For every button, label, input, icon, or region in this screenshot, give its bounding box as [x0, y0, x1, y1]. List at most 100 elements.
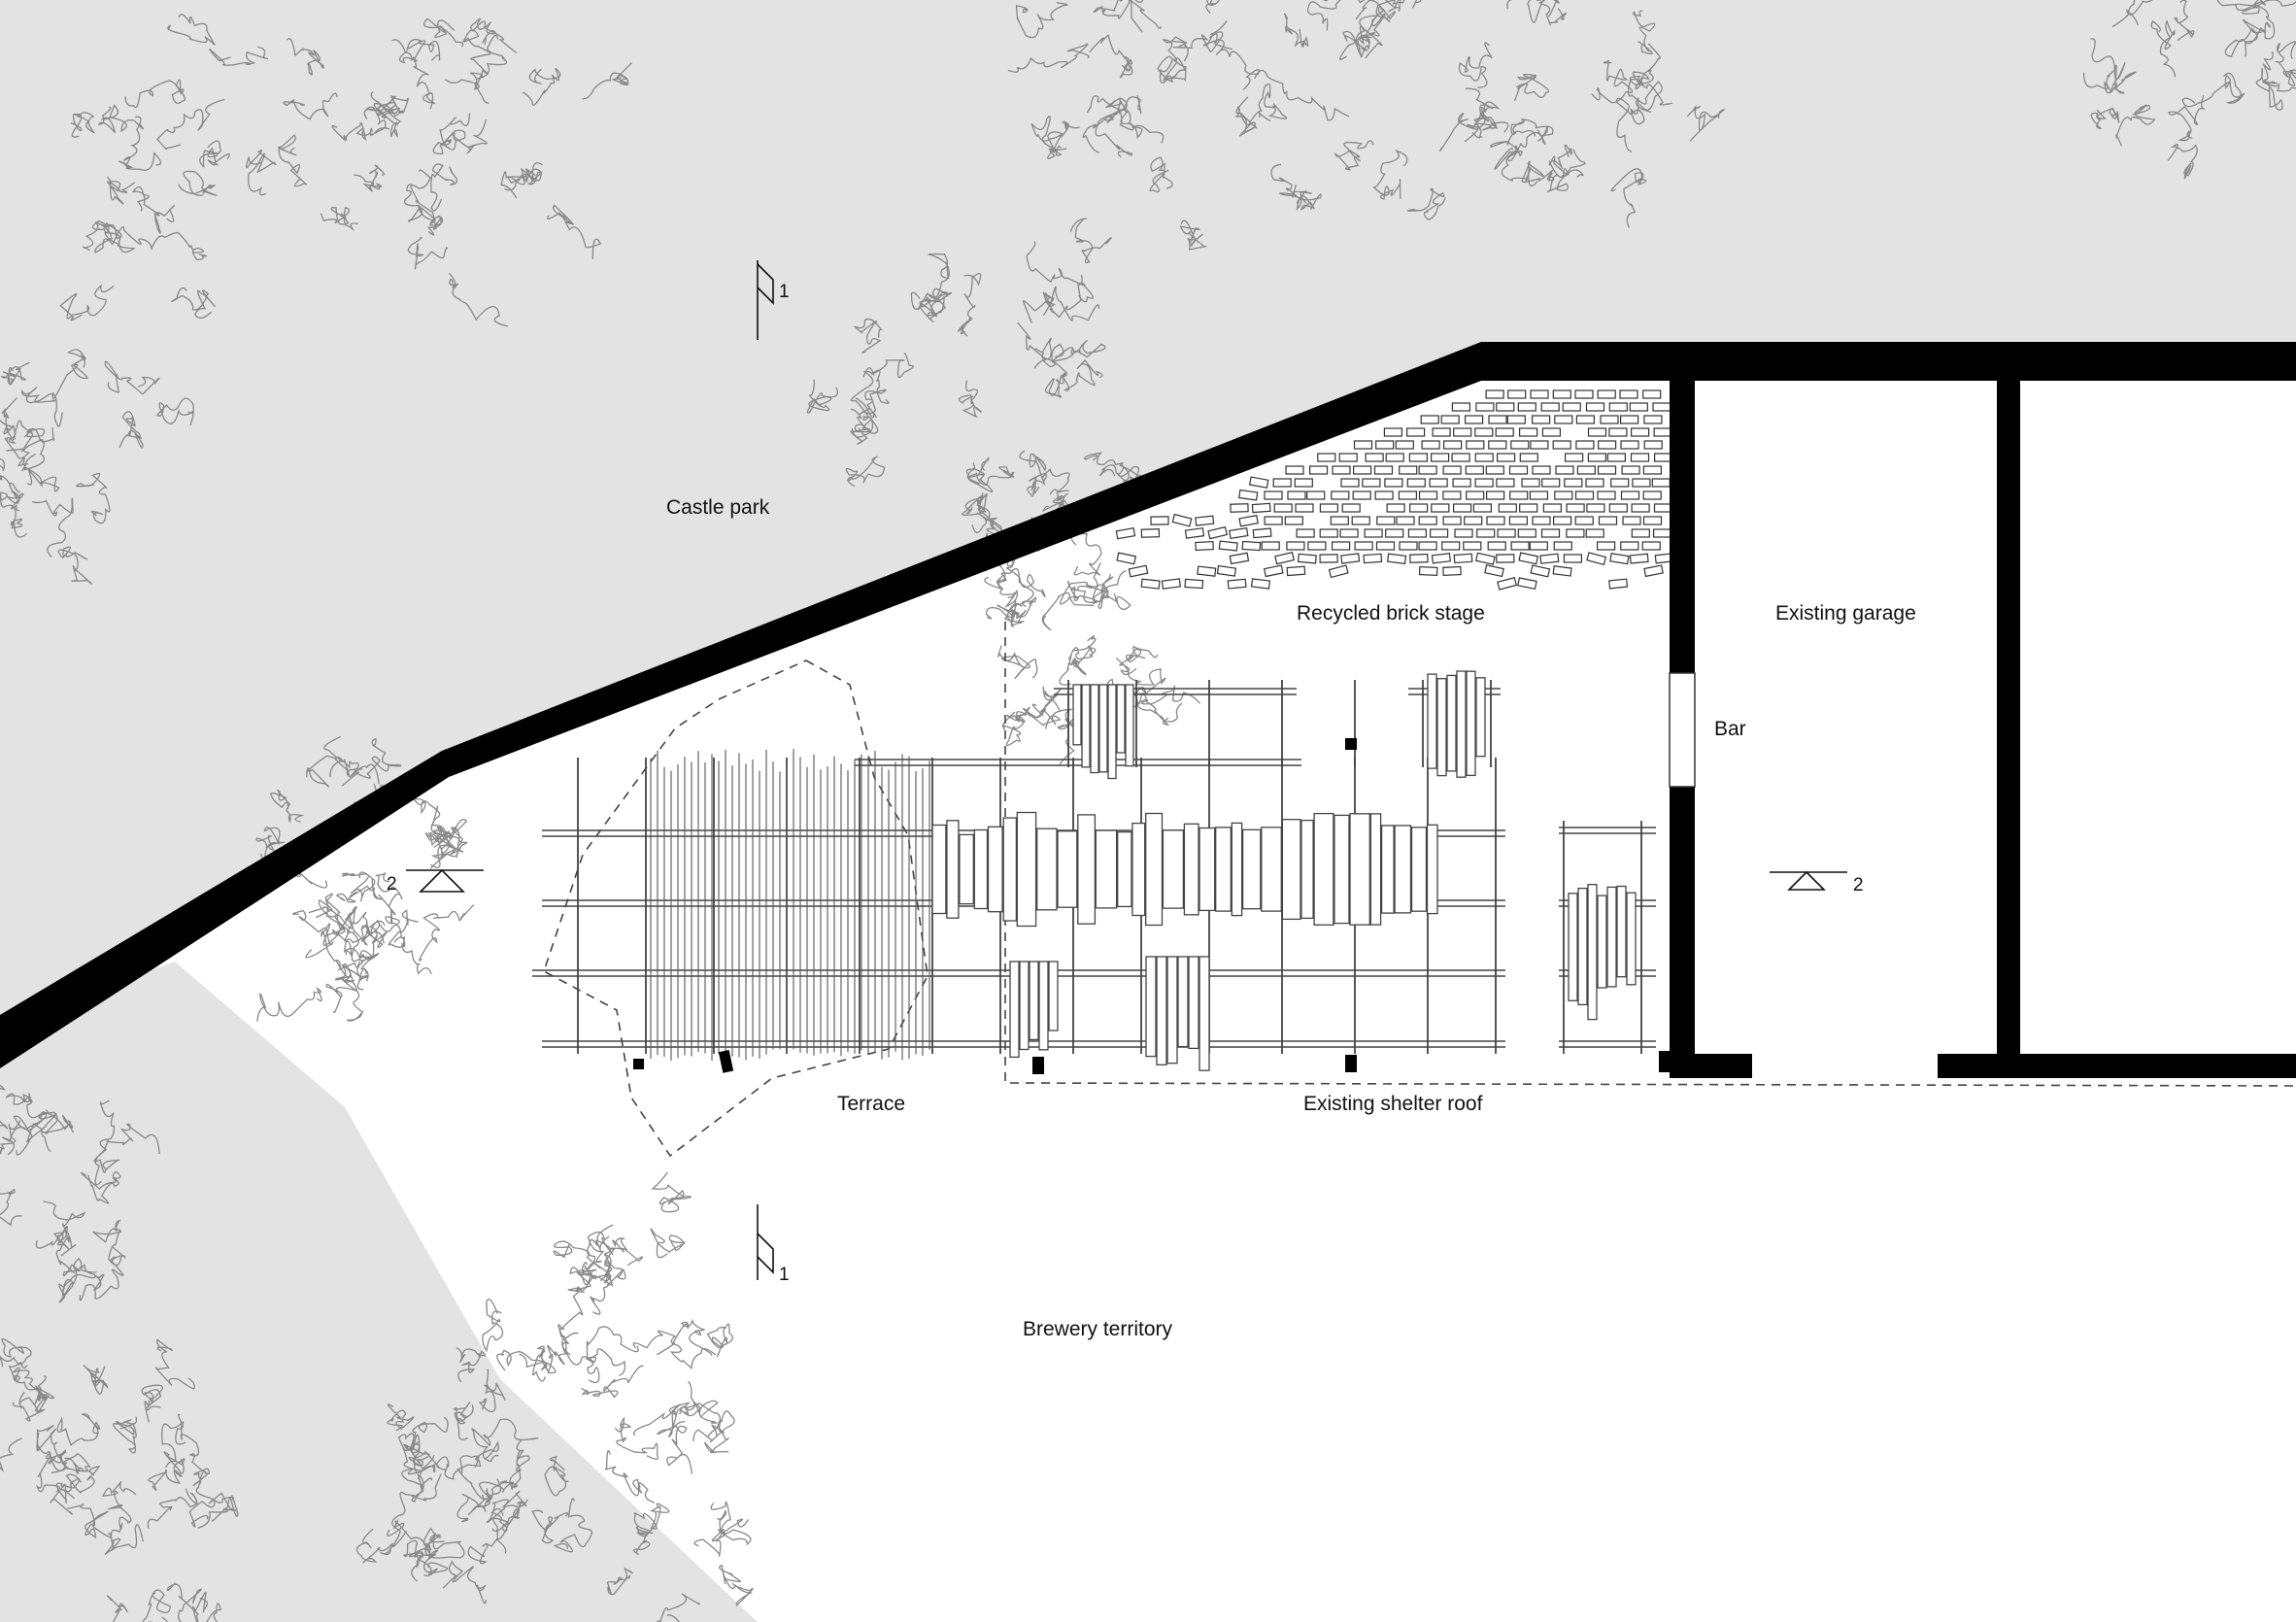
tree-scribble — [633, 1503, 670, 1556]
tree-scribble — [21, 387, 63, 427]
brick — [1429, 528, 1449, 538]
brick — [1597, 465, 1617, 475]
timber-stack-plank — [1300, 819, 1314, 920]
brick — [1496, 402, 1515, 412]
tree-scribble — [118, 411, 144, 449]
brick — [1564, 478, 1583, 488]
tree-scribble — [40, 1111, 75, 1133]
brick — [1330, 516, 1349, 525]
tree-scribble — [850, 418, 874, 445]
brick — [1632, 478, 1651, 488]
tree-scribble — [926, 287, 950, 321]
brick — [1552, 440, 1571, 450]
timber-stack-plank — [1016, 811, 1037, 928]
tree-scribble — [604, 1237, 644, 1276]
brick — [1453, 427, 1472, 437]
brick — [1230, 503, 1249, 513]
tree-scribble — [6, 427, 46, 471]
tree-scribble — [1270, 163, 1312, 204]
brick — [1474, 427, 1494, 437]
brick — [1418, 516, 1437, 525]
brick — [1432, 427, 1451, 437]
tree-scribble — [1359, 13, 1386, 59]
tree-scribble — [1005, 543, 1046, 598]
tree-scribble — [376, 94, 410, 119]
tree-scribble — [456, 1488, 491, 1523]
tree-scribble — [582, 62, 632, 100]
brick — [1171, 513, 1193, 527]
tree-scribble — [387, 1519, 439, 1577]
brick — [1619, 389, 1638, 399]
tree-scribble — [1202, 20, 1260, 90]
brick — [1128, 564, 1149, 578]
brick — [1619, 415, 1639, 424]
label-existing-garage: Existing garage — [1775, 602, 1916, 625]
tree-scribble — [76, 472, 111, 524]
brick — [1418, 465, 1437, 475]
tree-scribble — [13, 1111, 58, 1153]
brick — [1575, 415, 1596, 424]
brick — [1496, 554, 1515, 563]
tree-scribble — [1120, 94, 1165, 144]
brick — [1585, 402, 1605, 412]
brick — [1574, 490, 1595, 500]
timber-stack-plank — [1162, 829, 1185, 909]
brick — [1332, 465, 1351, 475]
brick — [1652, 402, 1671, 412]
tree-scribble — [1027, 468, 1070, 498]
brick — [1352, 465, 1372, 475]
tree-scribble — [1513, 73, 1550, 102]
brick — [1385, 528, 1404, 538]
brick — [1566, 528, 1585, 538]
brick — [1643, 415, 1663, 424]
brick — [1295, 503, 1314, 513]
tree-scribble — [101, 1480, 137, 1524]
brick — [1642, 490, 1662, 500]
timber-stack-plank — [987, 826, 1003, 913]
brick — [1140, 578, 1161, 590]
tree-scribble — [716, 1509, 752, 1546]
timber-stack-plank — [1036, 828, 1058, 911]
tree-scribble — [104, 360, 160, 395]
tree-scribble — [92, 1219, 122, 1267]
brick — [1454, 528, 1473, 538]
tree-scribble — [650, 1228, 686, 1259]
brick — [1383, 427, 1403, 437]
level-mark-2-right: 2 — [1853, 875, 1864, 895]
brick — [1497, 577, 1518, 591]
brick — [1620, 440, 1639, 450]
tree-scribble — [606, 1567, 633, 1596]
tree-scribble — [148, 1458, 186, 1491]
tree-scribble — [1026, 241, 1095, 303]
tree-scribble — [93, 1099, 120, 1173]
tree-scribble — [1464, 101, 1509, 143]
tree-scribble — [1546, 149, 1586, 192]
tree-scribble — [188, 1492, 237, 1529]
tree-scribble — [283, 92, 338, 120]
brick — [1563, 554, 1583, 563]
garage-bottom-wall-right — [1938, 1054, 2296, 1078]
brick — [1587, 427, 1607, 437]
tree-scribble — [614, 1416, 659, 1460]
tree-scribble — [490, 1507, 521, 1554]
tree-scribble — [341, 737, 402, 787]
tree-scribble — [1082, 97, 1128, 153]
brick — [1317, 453, 1336, 462]
brick — [1184, 578, 1204, 590]
brick — [1195, 515, 1215, 526]
tree-scribble — [141, 1384, 163, 1423]
tree-scribble — [561, 1268, 597, 1331]
timber-stack-plank — [1090, 684, 1099, 774]
timber-stack-plank — [1626, 892, 1637, 986]
tree-scribble — [1119, 645, 1159, 676]
brick — [1363, 553, 1383, 564]
tree-scribble — [1149, 156, 1173, 193]
brick — [1238, 489, 1259, 501]
tree-scribble — [12, 1374, 50, 1422]
tree-scribble — [430, 163, 458, 212]
tree-scribble — [354, 164, 385, 192]
brick — [1586, 552, 1607, 566]
tree-scribble — [1007, 43, 1090, 73]
tree-scribble — [581, 1365, 644, 1399]
